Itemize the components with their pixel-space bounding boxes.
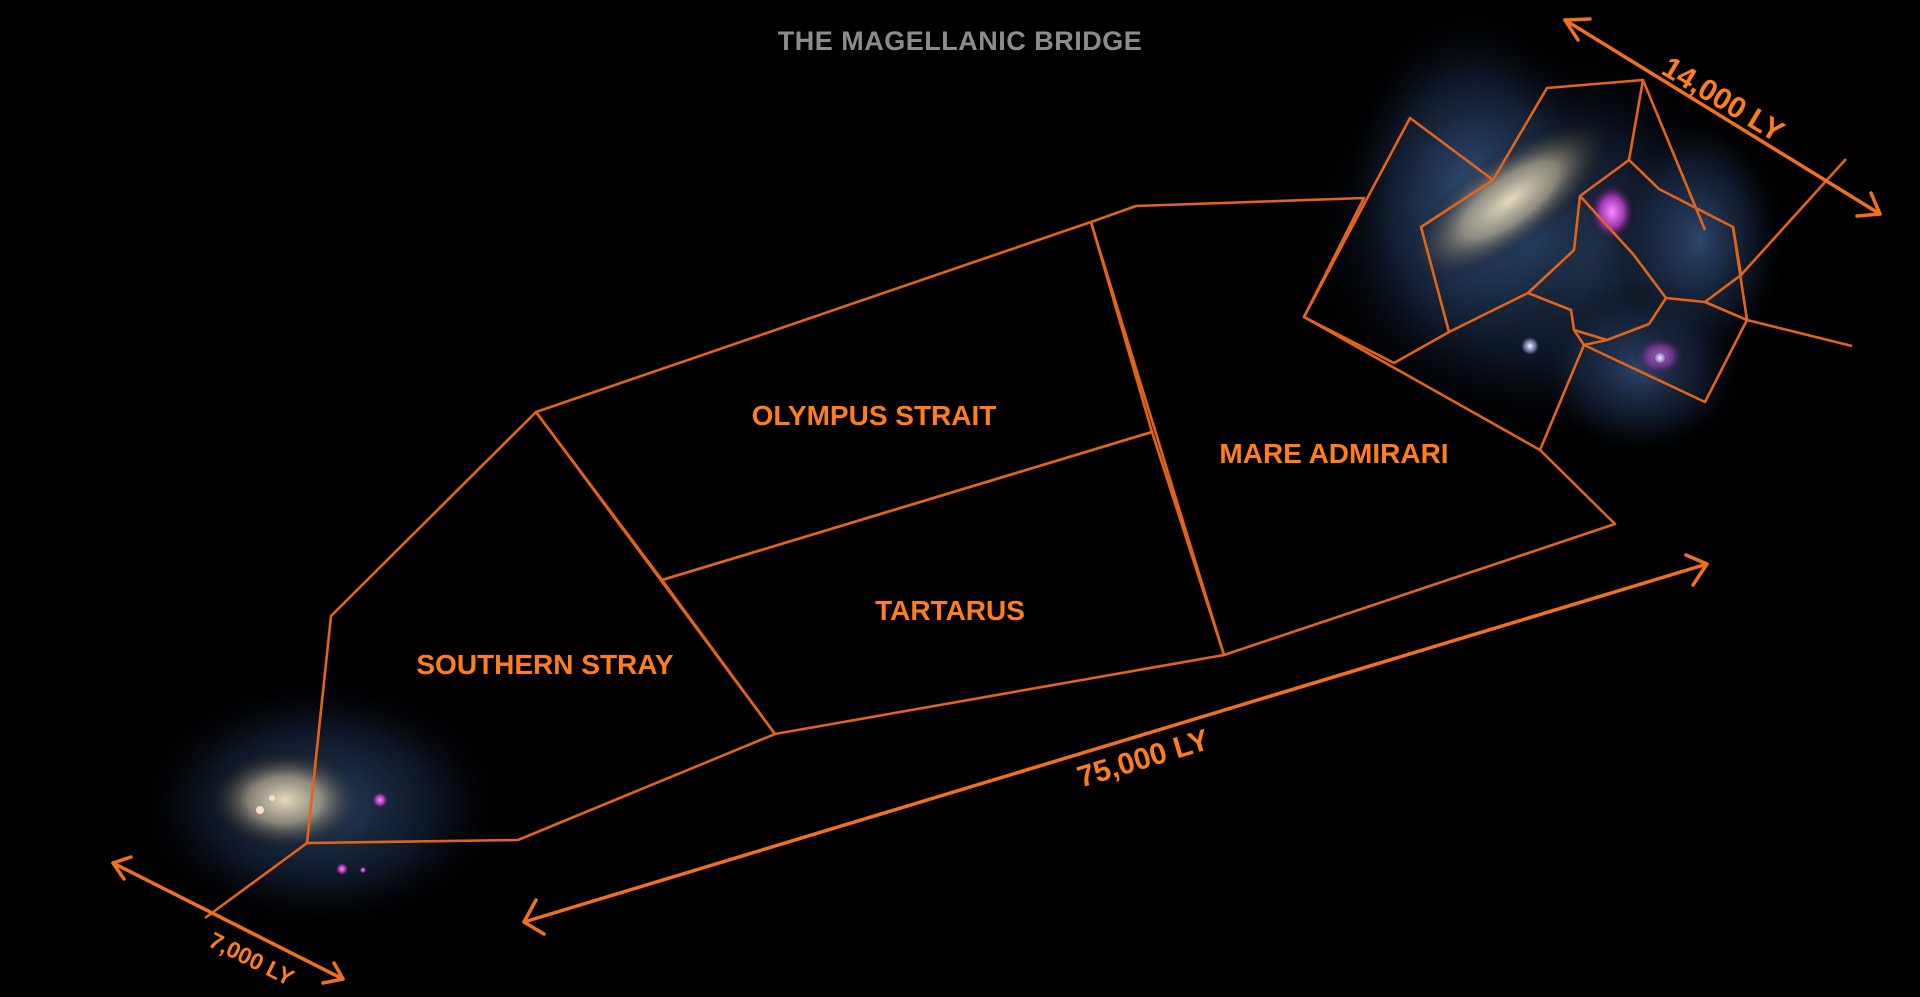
label-small-cloud-width: 7,000 LY xyxy=(205,927,298,991)
measure-arrow-bridge xyxy=(522,553,1709,936)
measure-arrow-small-cloud xyxy=(111,855,345,985)
region-southern-stray xyxy=(305,410,777,845)
label-southern-stray: SOUTHERN STRAY xyxy=(416,649,674,680)
region-tartarus xyxy=(660,430,1226,736)
large-cloud-cells xyxy=(1302,78,1853,451)
region-borders xyxy=(204,196,1617,920)
measure-arrow-large-cloud xyxy=(1563,17,1882,218)
large-magellanic-cloud-image xyxy=(1295,0,1790,460)
label-tartarus: TARTARUS xyxy=(875,595,1025,626)
region-mare-admirari xyxy=(1089,196,1617,657)
outlier-border xyxy=(204,841,308,920)
label-mare-admirari: MARE ADMIRARI xyxy=(1219,438,1448,469)
map-title: THE MAGELLANIC BRIDGE xyxy=(777,26,1143,56)
small-magellanic-cloud-image xyxy=(130,675,510,935)
label-olympus-strait: OLYMPUS STRAIT xyxy=(752,400,997,431)
